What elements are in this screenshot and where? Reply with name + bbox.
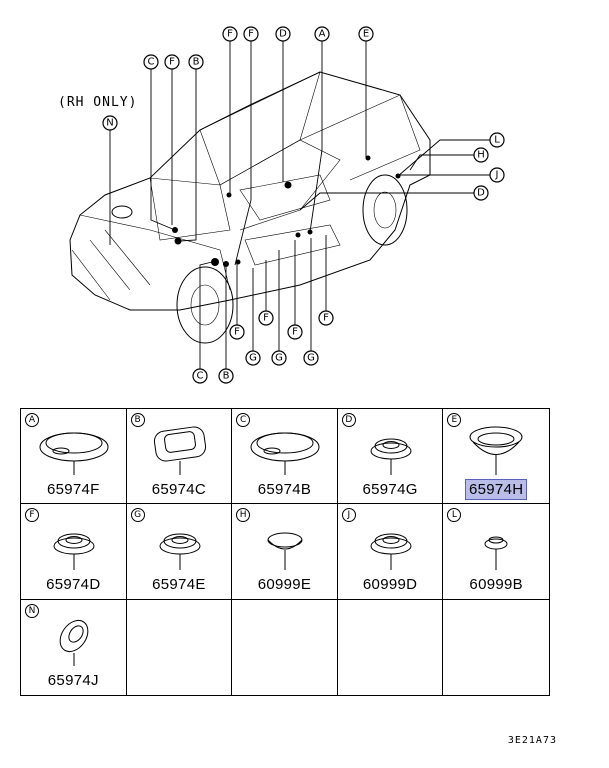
callout-b-top: B [188,54,204,70]
part-cell-b: B 65974C [126,409,233,505]
part-number[interactable]: 60999E [257,576,312,594]
svg-text:G: G [275,353,283,364]
part-cell-d: D 65974G [337,409,444,505]
part-number[interactable]: 65974C [151,481,207,498]
part-number[interactable]: 65974F [46,481,100,498]
part-letter-badge: C [236,413,251,427]
grommet-medium-icon [53,533,95,571]
part-number[interactable]: 60999D [362,576,418,594]
part-letter-badge: J [341,508,356,523]
leader-lines [109,40,490,370]
svg-text:F: F [263,313,269,324]
part-cell-n: N 65974J [21,599,127,695]
part-cell-c: C 65974B [232,409,338,505]
grommet-markers [172,155,401,267]
svg-text:N: N [106,118,113,129]
part-number[interactable]: 65974D [46,576,101,594]
grommet-medium-icon [370,533,412,571]
parts-table: A 65974F B 65974C C 65974B D 65974G E 65974H F 6597… [20,408,550,696]
callout-c-top: C [143,54,159,70]
part-number[interactable]: 65974J [47,671,99,689]
part-cell-g: G 65974E [126,504,233,600]
svg-text:D: D [477,188,485,199]
callout-b-bottom: B [218,368,234,384]
part-cell-e: E 65974H [443,409,549,505]
callout-f-top-3: F [243,26,259,42]
part-cell-f: F 65974D [21,504,127,600]
callout-j-right: J [489,167,505,183]
empty-cell [443,600,549,695]
part-letter-badge: N [25,603,39,618]
svg-text:F: F [248,29,254,40]
part-letter-badge: A [25,413,39,427]
empty-cell [127,599,233,695]
part-cell-h: H 60999E [232,504,338,600]
callout-h-right: H [473,147,489,163]
car-outline [69,71,431,344]
part-cell-l: L 60999B [443,504,549,600]
svg-text:B: B [193,57,200,68]
part-number[interactable]: 65974B [257,481,312,498]
part-letter-badge: G [130,508,145,523]
grommet-square-icon [153,426,206,475]
document-code: 3E21A73 [507,735,557,746]
callout-f-bottom-4: F [318,310,334,326]
grommet-angled-icon [59,619,89,666]
svg-text:C: C [197,371,204,382]
grommet-cup-icon [469,426,523,475]
svg-text:G: G [307,353,315,364]
grommet-medium-icon [370,438,412,475]
callout-e-top: E [358,26,374,42]
part-number[interactable]: 65974E [152,576,206,594]
callout-a-top: A [314,26,330,42]
callout-f-top-2: F [222,26,238,42]
callout-g-bottom-2: G [271,350,287,366]
svg-text:A: A [319,29,326,40]
part-number[interactable]: 65974G [362,481,418,498]
callout-g-bottom-1: G [245,350,261,366]
svg-text:D: D [279,29,287,40]
svg-text:F: F [227,29,233,40]
callout-n-left: N [102,115,118,131]
part-cell-j: J 60999D [337,504,444,600]
part-letter-badge: L [447,508,462,523]
svg-text:H: H [477,150,485,161]
part-number[interactable]: 60999B [469,576,523,594]
part-number[interactable]: 65974H [443,479,549,500]
grommet-medium-icon [159,533,201,571]
callout-l-right: L [489,132,505,148]
empty-cell [338,599,444,695]
svg-text:F: F [323,313,329,324]
empty-cell [232,599,338,695]
rh-only-note: (RH ONLY) [58,95,138,110]
callout-f-bottom-3: F [287,324,303,340]
part-letter-badge: D [341,413,356,427]
part-letter-badge: F [25,508,39,523]
callout-f-bottom-2: F [258,310,274,326]
callout-f-top-1: F [164,54,180,70]
svg-text:E: E [363,29,369,40]
svg-text:J: J [495,170,499,181]
part-letter-badge: H [236,508,251,523]
part-letter-badge: B [130,413,145,427]
svg-text:B: B [223,371,230,382]
part-cell-a: A 65974F [21,409,127,505]
svg-text:F: F [169,57,175,68]
callout-g-bottom-3: G [303,350,319,366]
callout-c-bottom: C [192,368,208,384]
svg-text:L: L [494,135,500,146]
part-letter-badge: E [447,413,462,427]
grommet-small-icon [484,536,508,571]
grommet-dome-icon [267,532,303,571]
grommet-large-flat-icon [250,432,320,475]
callout-d-top: D [275,26,291,42]
vehicle-diagram: C F B F F D A E L H J D N C B F G F G F … [69,26,505,384]
svg-text:F: F [292,327,298,338]
callout-d-right: D [473,185,489,201]
svg-text:G: G [249,353,257,364]
callout-f-bottom-1: F [229,324,245,340]
grommet-large-flat-icon [39,432,109,475]
svg-text:F: F [234,327,240,338]
svg-text:C: C [148,57,155,68]
